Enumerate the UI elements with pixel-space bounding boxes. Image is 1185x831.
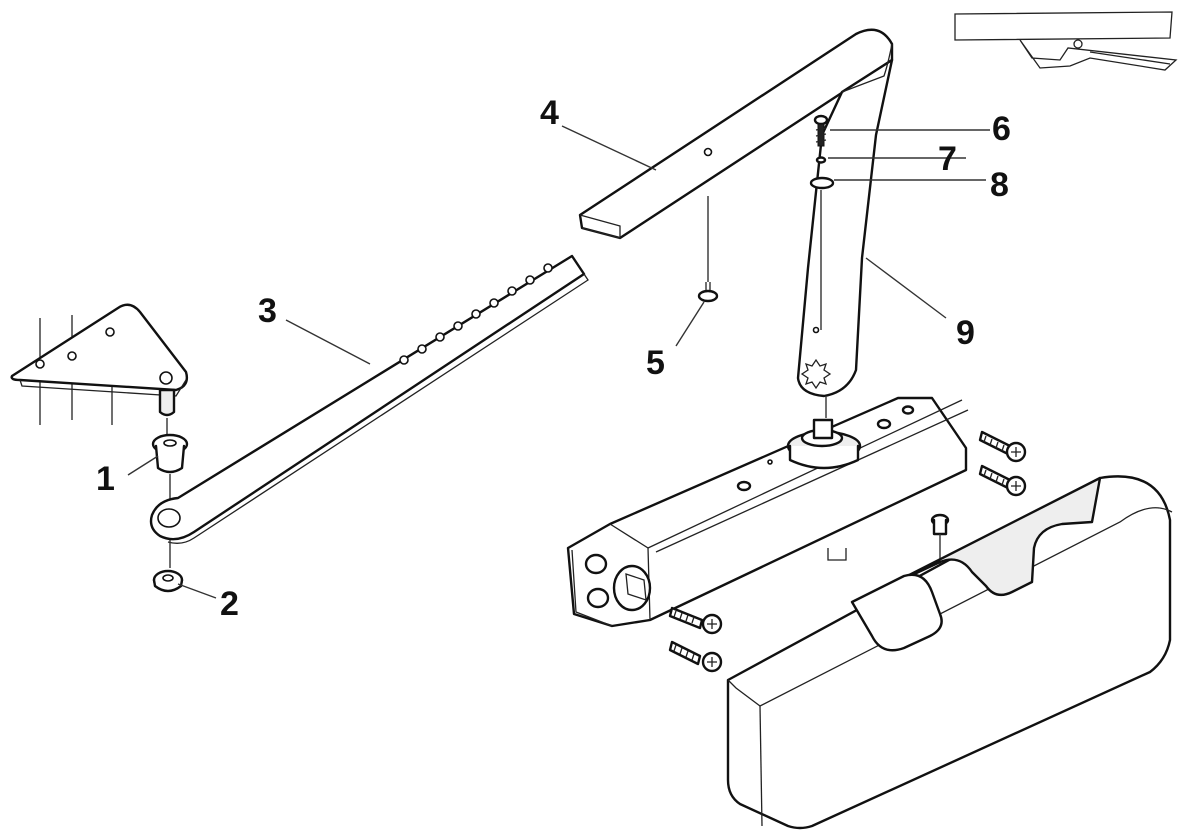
- elbow-fasteners: [809, 114, 835, 330]
- wood-screw-left-lower: [668, 640, 723, 673]
- frame-bracket: [10, 303, 189, 425]
- callout-4: 4: [540, 94, 559, 132]
- callout-2: 2: [220, 585, 239, 623]
- callout-6: 6: [992, 110, 1011, 148]
- adjustment-screw: [697, 196, 719, 303]
- callout-5: 5: [646, 344, 665, 382]
- body-screws: [668, 430, 1027, 673]
- wood-screw-left-upper: [668, 606, 723, 635]
- callout-3: 3: [258, 292, 277, 330]
- callout-1: 1: [96, 460, 115, 498]
- callout-7: 7: [938, 140, 957, 178]
- callout-8: 8: [990, 166, 1009, 204]
- shoe-bushing: [151, 418, 189, 474]
- washer-nut: [152, 569, 184, 593]
- callout-9: 9: [956, 314, 975, 352]
- leader-lines: [127, 125, 990, 599]
- closer-cover: [726, 475, 1173, 830]
- main-arm: [149, 254, 589, 568]
- callout-labels: 1 2 3 4 5 6 7 8 9: [96, 94, 1011, 623]
- wood-screw-right-upper: [978, 430, 1027, 463]
- closer-body: [566, 396, 969, 628]
- wood-screw-right-lower: [978, 464, 1027, 497]
- elbow-arm: [578, 28, 894, 398]
- installation-thumbnail: [954, 11, 1178, 71]
